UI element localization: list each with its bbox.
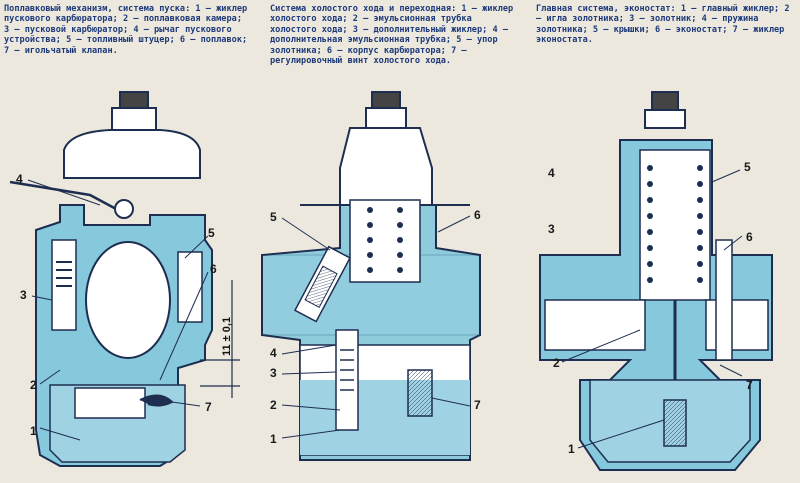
- knurled-nut-mid: [371, 91, 401, 109]
- slide-mid: [349, 199, 421, 283]
- label-mid-3: 3: [270, 366, 277, 380]
- label-right-1: 1: [568, 442, 575, 456]
- leader-6-right: [723, 235, 743, 251]
- caption-idle-system: Система холостого хода и переходная: 1 —…: [270, 4, 519, 67]
- leader-7-mid: [431, 397, 471, 407]
- leader-3-left: [31, 295, 53, 301]
- main-system-diagram: [539, 91, 773, 471]
- label-mid-5: 5: [270, 210, 277, 224]
- leader-3-mid: [281, 371, 337, 375]
- label-mid-1: 1: [270, 432, 277, 446]
- leader-2-right: [561, 329, 641, 363]
- leader-6-left: [159, 271, 209, 381]
- idle-adjust-screw: [407, 369, 433, 417]
- start-spring: [56, 261, 72, 287]
- leader-1-left: [39, 427, 81, 441]
- leader-1-mid: [281, 429, 341, 439]
- knurled-nut-left: [119, 91, 149, 109]
- idle-system-diagram: [261, 91, 481, 461]
- label-mid-4: 4: [270, 346, 277, 360]
- leader-1-right: [577, 419, 665, 449]
- label-left-6: 6: [210, 262, 217, 276]
- leader-2-mid: [281, 404, 341, 411]
- label-right-6: 6: [746, 230, 753, 244]
- label-left-1: 1: [30, 424, 37, 438]
- lever-pivot: [114, 199, 134, 219]
- label-mid-6: 6: [474, 208, 481, 222]
- top-cap-right: [644, 109, 686, 129]
- label-right-2: 2: [553, 356, 560, 370]
- slide-right: [639, 149, 711, 301]
- start-lever: [9, 180, 119, 212]
- knurled-nut-right: [651, 91, 679, 111]
- fuel-fitting: [177, 251, 203, 323]
- spring-right: [647, 165, 703, 283]
- label-left-3: 3: [20, 288, 27, 302]
- label-mid-2: 2: [270, 398, 277, 412]
- label-right-5: 5: [744, 160, 751, 174]
- leader-7-left: [171, 401, 201, 407]
- slide-stop: [293, 245, 351, 323]
- leader-5-left: [184, 235, 209, 259]
- leader-4-mid: [281, 344, 337, 355]
- label-right-7: 7: [746, 378, 753, 392]
- leader-5-right: [711, 169, 741, 183]
- dimension-label: 11 ± 0,1: [221, 316, 233, 356]
- top-cap-mid: [365, 107, 407, 131]
- cover-mid: [339, 127, 433, 206]
- top-cap-left: [111, 107, 157, 131]
- label-left-4: 4: [16, 172, 23, 186]
- label-left-5: 5: [208, 226, 215, 240]
- leader-6-mid: [437, 215, 471, 233]
- label-right-3: 3: [548, 222, 555, 236]
- label-right-4: 4: [548, 166, 555, 180]
- econostat: [715, 239, 733, 361]
- main-jet: [663, 399, 687, 447]
- throat-right-left: [544, 299, 646, 351]
- leader-5-mid: [281, 217, 331, 251]
- label-left-2: 2: [30, 378, 37, 392]
- leader-2-left: [39, 369, 61, 385]
- float: [74, 387, 146, 419]
- cover-left: [63, 129, 201, 179]
- label-mid-7: 7: [474, 398, 481, 412]
- spring-mid: [367, 207, 403, 273]
- caption-float-system: Поплавковый механизм, система пуска: 1 —…: [4, 4, 253, 56]
- venturi-left: [85, 241, 171, 359]
- label-left-7: 7: [205, 400, 212, 414]
- leader-7-right: [719, 364, 743, 377]
- float-system-diagram: [9, 91, 240, 467]
- leader-4-left: [27, 179, 101, 206]
- caption-main-system: Главная система, эконостат: 1 — главный …: [536, 4, 795, 46]
